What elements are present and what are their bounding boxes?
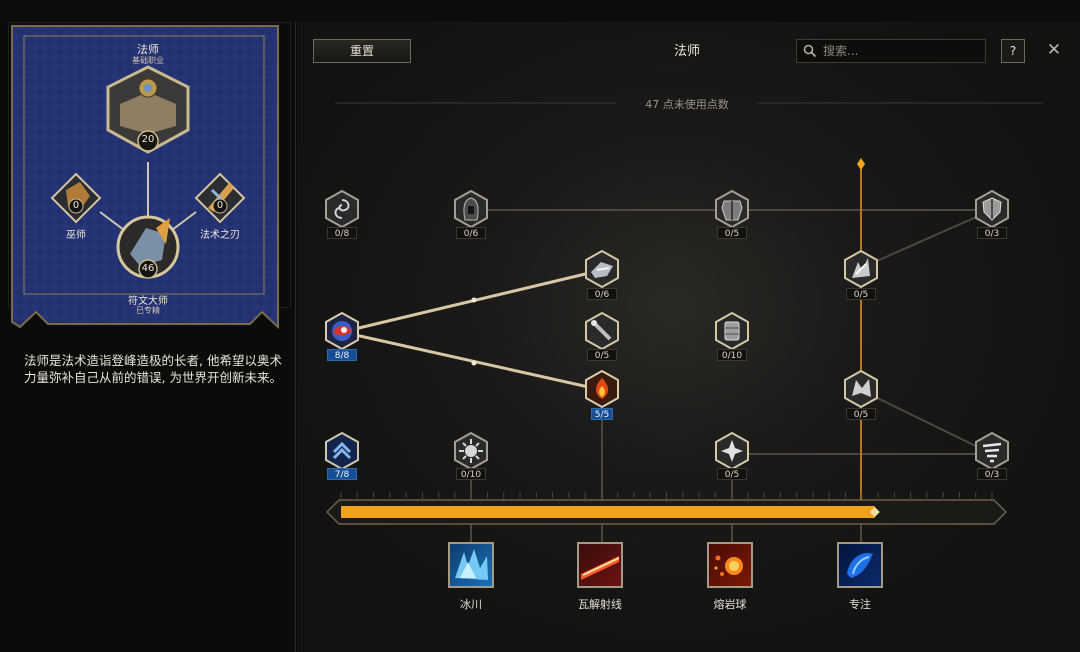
lava-ball-icon <box>714 555 743 576</box>
arcane-orb-icon <box>325 312 359 350</box>
nova-icon <box>454 432 488 470</box>
node-star[interactable] <box>713 432 751 470</box>
skill-label-focus: 专注 <box>849 598 871 611</box>
spec-runemaster-subtitle: 已专精 <box>136 306 160 315</box>
node-count-star: 0/5 <box>717 468 747 480</box>
node-armor[interactable] <box>713 190 751 228</box>
progress-marker <box>869 507 880 517</box>
node-count-shield: 0/3 <box>977 227 1007 239</box>
skill-disintegrate-ray[interactable] <box>577 542 623 588</box>
skill-label-disintegrate-ray: 瓦解射线 <box>578 598 622 611</box>
hooded-figure-icon <box>454 190 488 228</box>
node-count-burst: 0/5 <box>846 288 876 300</box>
gauntlet-icon <box>715 312 749 350</box>
shield-icon <box>975 190 1009 228</box>
node-shield[interactable] <box>973 190 1011 228</box>
node-count-hooded-mage: 0/6 <box>456 227 486 239</box>
node-gauntlet[interactable] <box>713 312 751 350</box>
class-banner <box>11 25 279 330</box>
burst-icon <box>844 250 878 288</box>
class-description: 法师是法术造诣登峰造极的长者, 他希望以奥术力量弥补自己从前的错误, 为世界开创… <box>24 353 282 385</box>
spec-points-wizard: 0 <box>72 200 80 211</box>
page-title: 法师 <box>673 44 700 59</box>
unused-points-label: 47 点未使用点数 <box>645 98 729 111</box>
node-count-staff: 0/5 <box>587 349 617 361</box>
node-count-gauntlet: 0/10 <box>717 349 747 361</box>
close-icon[interactable]: ✕ <box>1046 40 1062 60</box>
progress-fill <box>341 506 875 518</box>
node-count-vortex: 0/8 <box>327 227 357 239</box>
whirlwind-icon <box>975 432 1009 470</box>
spec-points-spellblade: 0 <box>216 200 224 211</box>
node-burst[interactable] <box>842 250 880 288</box>
spec-runemaster[interactable]: 符文大师 <box>128 296 168 307</box>
node-count-fire: 5/5 <box>591 408 613 420</box>
search-icon <box>803 44 817 58</box>
node-count-chevron: 7/8 <box>327 468 357 480</box>
fire-icon <box>585 370 619 408</box>
chevron-rank-icon <box>325 432 359 470</box>
search-input[interactable] <box>823 41 981 61</box>
skill-lava-ball[interactable] <box>707 542 753 588</box>
tree-connections <box>325 102 1043 544</box>
node-vortex[interactable] <box>323 190 361 228</box>
spec-points-runemaster: 46 <box>141 263 155 274</box>
armor-icon <box>715 190 749 228</box>
help-button[interactable]: ? <box>1001 39 1025 63</box>
vortex-icon <box>325 190 359 228</box>
star-icon <box>715 432 749 470</box>
skill-glacier[interactable] <box>448 542 494 588</box>
class-panel: 法师 基础职业 20 0 巫师 0 法术之刃 46 符文大师 已专精 法师是法术… <box>0 22 296 652</box>
node-count-whirlwind: 0/3 <box>977 468 1007 480</box>
glacier-icon <box>455 549 488 580</box>
node-count-ice-shard: 0/6 <box>587 288 617 300</box>
node-count-arcane-orb: 8/8 <box>327 349 357 361</box>
disintegrate-ray-icon <box>581 556 620 580</box>
passive-tree-panel: 重置 法师 ? ✕ 47 点未使用点数 0/8 0/6 0/5 0/3 0/6 … <box>297 22 1080 652</box>
spec-wizard[interactable]: 巫师 <box>66 230 86 241</box>
staff-icon <box>585 312 619 350</box>
node-count-shatter: 0/5 <box>846 408 876 420</box>
node-whirlwind[interactable] <box>973 432 1011 470</box>
node-count-armor: 0/5 <box>717 227 747 239</box>
skill-focus[interactable] <box>837 542 883 588</box>
node-staff[interactable] <box>583 312 621 350</box>
shatter-icon <box>844 370 878 408</box>
node-fire[interactable] <box>583 370 621 408</box>
skill-label-glacier: 冰川 <box>460 598 482 611</box>
node-chevron[interactable] <box>323 432 361 470</box>
spec-spellblade[interactable]: 法术之刃 <box>200 230 240 241</box>
ice-shard-icon <box>585 250 619 288</box>
class-subtitle: 基础职业 <box>132 56 164 65</box>
node-nova[interactable] <box>452 432 490 470</box>
skill-label-lava-ball: 熔岩球 <box>713 598 747 611</box>
class-name: 法师 <box>137 43 159 56</box>
class-points: 20 <box>141 134 155 145</box>
search-box[interactable] <box>796 39 986 63</box>
node-hooded-mage[interactable] <box>452 190 490 228</box>
node-shatter[interactable] <box>842 370 880 408</box>
node-arcane-orb[interactable] <box>323 312 361 350</box>
focus-icon <box>847 552 873 578</box>
reset-button[interactable]: 重置 <box>313 39 411 63</box>
node-ice-shard[interactable] <box>583 250 621 288</box>
node-count-nova: 0/10 <box>456 468 486 480</box>
